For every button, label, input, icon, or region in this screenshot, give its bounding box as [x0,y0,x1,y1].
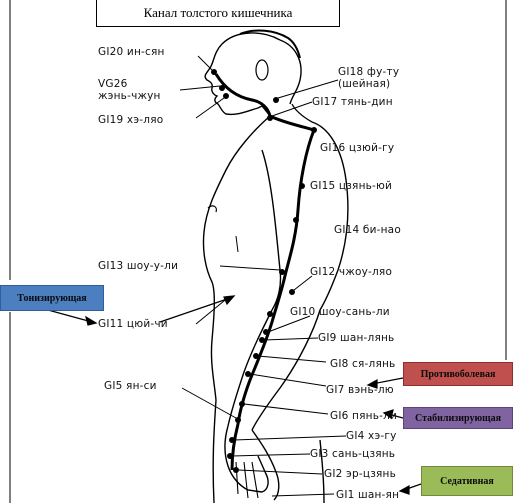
callout-toni: Тонизирующая [0,285,104,311]
arrow-gi11 [159,297,231,323]
leader-gi9 [263,337,319,341]
leader-gi6 [243,403,329,415]
leader-lines [179,55,347,497]
point-vg26 [219,85,225,91]
point-gi20 [211,69,217,75]
leader-vg26 [179,85,221,91]
label-gi7: GI7 вэнь-лю [326,384,394,396]
point-gi7 [245,371,251,377]
label-gi15: GI15 цзянь-юй [310,180,393,192]
point-gi13 [279,269,285,275]
leader-gi7 [249,373,327,387]
label-gi18: GI18 фу-ту [338,66,400,78]
label-gi9: GI9 шан-лянь [318,332,395,344]
leader-gi1 [271,493,335,497]
point-gi4 [229,437,235,443]
arrow-stab-head [382,409,394,420]
leader-gi2 [237,469,323,475]
leader-gi13 [219,265,281,271]
torso-front [202,115,271,401]
nipple [207,205,217,213]
label-gi12: GI12 чжоу-ляо [310,266,393,278]
point-gi11 [267,311,273,317]
leader-gi8 [257,355,327,363]
callout-sed: Седативная [421,466,513,496]
fingers [235,461,259,499]
point-gi18 [273,97,279,103]
leader-gi3 [231,453,311,457]
label-gi1: GI1 шан-ян [336,489,400,501]
meridian-line [214,73,317,471]
label-vg26-name: жэнь-чжун [98,90,161,102]
point-gi8 [253,353,259,359]
leader-gi19 [195,97,225,119]
label-gi10: GI10 шоу-сань-ли [290,306,390,318]
label-gi5: GI5 ян-си [104,380,157,392]
leader-gi5 [181,387,237,419]
leader-gi20 [197,55,213,71]
label-gi11: GI11 цюй-чи [98,318,168,330]
point-gi10 [263,329,269,335]
point-gi19 [223,93,229,99]
label-gi19: GI19 хэ-ляо [98,114,164,126]
label-gi8: GI8 ся-лянь [330,358,396,370]
point-gi9 [259,337,265,343]
leader-gi10 [267,315,311,333]
hair [239,29,301,59]
callout-stab: Стабилизирующая [403,407,513,429]
abdomen-line [235,235,239,253]
leg-front [212,399,217,503]
head-back [279,39,302,105]
face-profile [204,32,281,116]
diagram-title: Канал толстого кишечника [96,0,340,27]
leg-back [319,439,325,503]
point-gi3 [227,453,233,459]
ear [255,59,269,81]
forearm-front [227,309,273,427]
leader-gi17 [271,101,313,117]
point-gi5 [235,417,241,423]
acupoints [211,69,317,473]
arrow-toni [47,309,93,323]
hand-outline [224,425,269,493]
arrow-prot-head [366,378,378,389]
label-gi14: GI14 би-нао [334,224,401,236]
point-gi15 [299,183,305,189]
callout-prot: Противоболевая [403,362,513,386]
upper-arm-back [311,121,349,311]
arrow-sed-head [398,484,410,495]
arrow-toni-head [85,315,98,326]
point-gi6 [239,401,245,407]
point-gi17 [267,115,273,121]
label-gi3: GI3 сань-цзянь [310,448,396,460]
upper-arm-front [261,149,282,311]
label-gi20: GI20 ин-сян [98,46,165,58]
label-gi2: GI2 эр-цзянь [324,468,396,480]
callout-arrows [47,295,422,495]
label-gi4: GI4 хэ-гу [346,430,397,442]
label-gi18-sub: (шейная) [338,78,391,90]
leader-gi18 [277,79,339,99]
label-gi13: GI13 шоу-у-ли [98,260,179,272]
neck-back [291,103,313,123]
label-gi6: GI6 пянь-ли [330,410,398,422]
leader-gi12 [293,275,313,291]
leader-gi11 [195,295,231,325]
point-gi14 [293,217,299,223]
leader-gi4 [233,435,347,441]
forearm-back [251,309,321,431]
point-gi16 [311,127,317,133]
label-gi16: GI16 цзюй-гу [320,142,395,154]
label-vg26-code: VG26 [98,78,128,90]
point-gi2 [233,467,239,473]
label-gi17: GI17 тянь-дин [312,96,393,108]
arrow-gi11-head [223,295,236,306]
point-gi12 [289,289,295,295]
